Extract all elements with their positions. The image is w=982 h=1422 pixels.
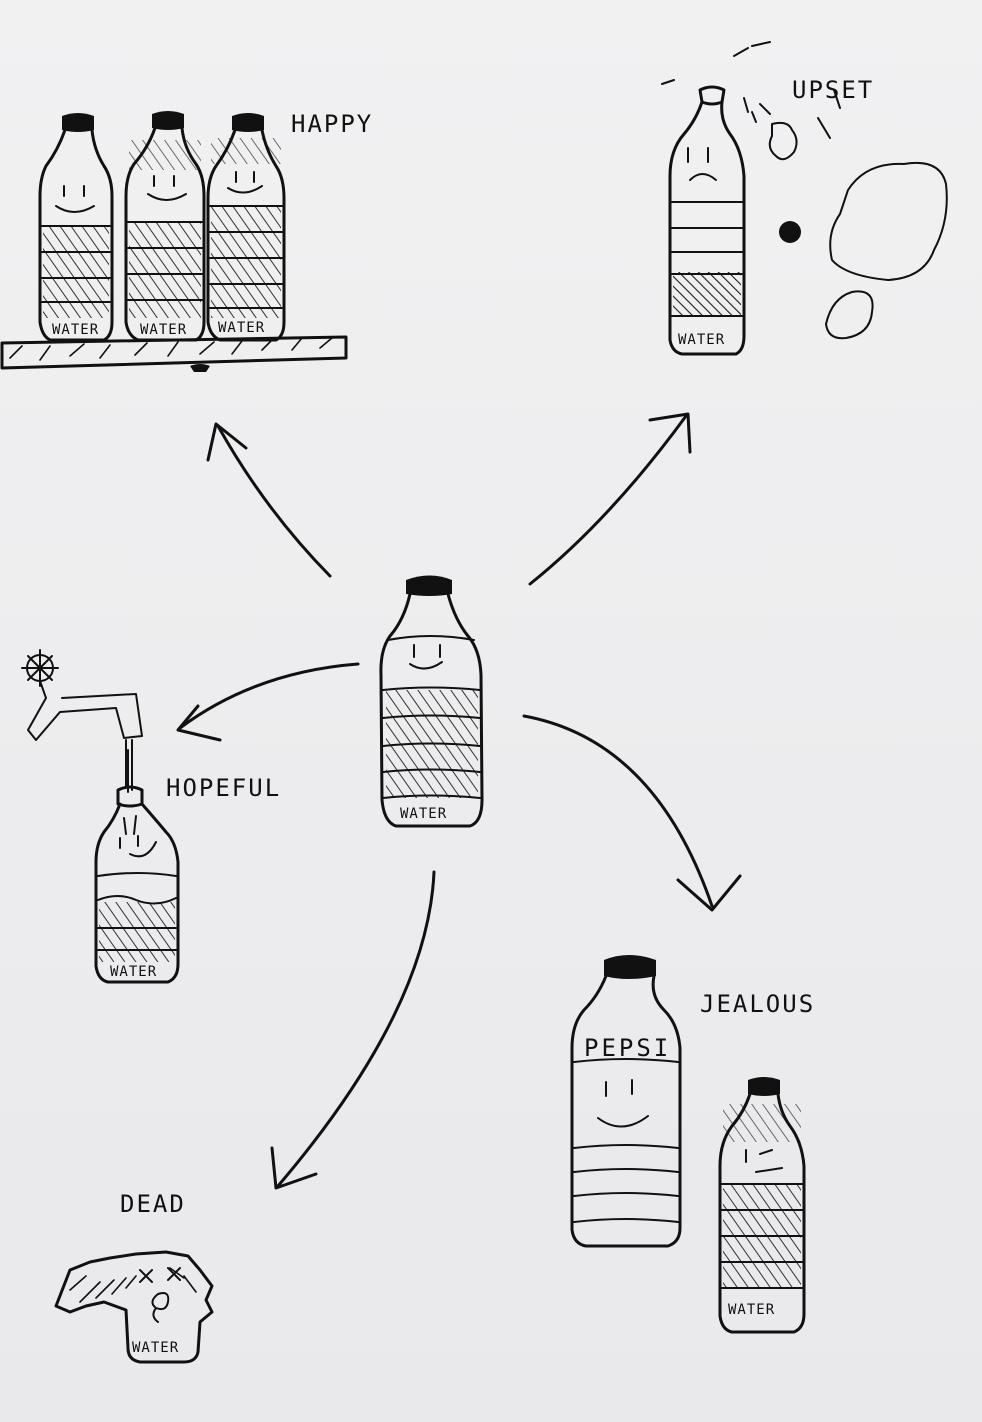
arrow-to-jealous (522, 714, 742, 912)
dead-group: DEAD WATER (54, 1190, 214, 1364)
center-bottle-cap (406, 575, 452, 596)
upset-bottle: WATER (668, 85, 746, 356)
shelf (0, 335, 348, 372)
happy-bottle-1: WATER (38, 113, 114, 342)
jealous-water-bottle: WATER (718, 1077, 806, 1334)
center-bottle-face (409, 644, 443, 670)
arrow-to-happy (206, 422, 332, 578)
jealous-group: JEALOUS PEPSI WATER (570, 955, 815, 1334)
hopeful-bottle-label: WATER (110, 964, 157, 980)
happy-bottle-2-label: WATER (140, 322, 187, 338)
jealous-water-bottle-label: WATER (728, 1302, 775, 1318)
happy-bottle-2: WATER (124, 111, 206, 342)
upset-bottle-label: WATER (678, 332, 725, 348)
hopeful-group: HOPEFUL WATER (21, 649, 281, 984)
center-bottle-label: WATER (400, 806, 447, 822)
pepsi-bottle-label: PEPSI (584, 1034, 671, 1062)
hopeful-bottle: WATER (94, 785, 180, 984)
crushed-bottle-label: WATER (132, 1340, 179, 1356)
crushed-bottle: WATER (54, 1250, 214, 1364)
arrow-to-hopeful (176, 662, 360, 742)
upset-group: UPSET WATER (661, 41, 948, 356)
happy-label: HAPPY (291, 110, 373, 138)
upset-label: UPSET (792, 76, 874, 104)
jealous-label: JEALOUS (700, 990, 815, 1018)
spill-marks (661, 41, 948, 340)
arrow-to-dead (270, 870, 436, 1190)
dead-label: DEAD (120, 1190, 186, 1218)
happy-bottle-3-label: WATER (218, 320, 265, 336)
center-bottle-outline (379, 592, 484, 828)
happy-bottle-1-label: WATER (52, 322, 99, 338)
arrow-to-upset (528, 412, 692, 586)
hopeful-label: HOPEFUL (166, 774, 281, 802)
tap (21, 649, 143, 793)
happy-bottle-3: WATER (206, 113, 286, 342)
happy-group: HAPPY WATER WATER (0, 110, 373, 372)
center-bottle: WATER (379, 575, 484, 828)
pepsi-bottle: PEPSI (570, 955, 682, 1248)
